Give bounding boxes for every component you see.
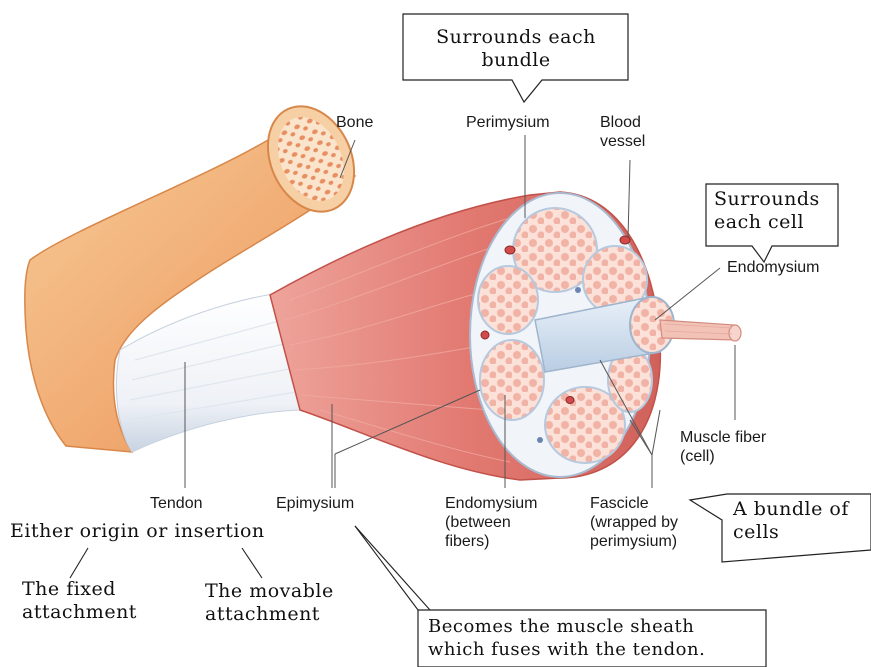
muscle-fiber-line-1: Muscle fiber	[680, 428, 766, 447]
endomysium-note-line-2: each cell	[714, 211, 820, 234]
fascicle-label: Fascicle (wrapped by perimysium)	[590, 494, 678, 551]
perimysium-note-line-2: bundle	[428, 49, 604, 72]
endomysium-between-line-1: Endomysium	[445, 494, 537, 513]
muscle-fiber-line-2: (cell)	[680, 447, 766, 466]
perimysium-note: Surrounds each bundle	[428, 26, 604, 72]
epimysium-label: Epimysium	[276, 494, 354, 513]
blood-vessel-line-2: vessel	[600, 132, 645, 151]
blood-vessel-label: Blood vessel	[600, 113, 645, 151]
fixed-attachment-note: The fixed attachment	[22, 578, 137, 624]
endomysium-between-line-2: (between	[445, 513, 537, 532]
endomysium-label: Endomysium	[727, 258, 819, 277]
bone-label: Bone	[336, 113, 373, 132]
fascicle-line-2: (wrapped by	[590, 513, 678, 532]
tendon-note: Either origin or insertion	[10, 520, 265, 543]
endomysium-note: Surrounds each cell	[714, 188, 820, 234]
tendon-label: Tendon	[150, 494, 203, 513]
movable-attachment-note: The movable attachment	[205, 580, 334, 626]
endomysium-between-label: Endomysium (between fibers)	[445, 494, 537, 551]
movable-note-line-2: attachment	[205, 603, 334, 626]
epimysium-note: Becomes the muscle sheath which fuses wi…	[428, 615, 705, 661]
fascicle-note: A bundle of cells	[733, 498, 849, 544]
fixed-note-line-2: attachment	[22, 601, 137, 624]
fixed-note-line-1: The fixed	[22, 578, 137, 601]
epimysium-note-line-2: which fuses with the tendon.	[428, 638, 705, 661]
blood-vessel-line-1: Blood	[600, 113, 645, 132]
muscle-fiber-label: Muscle fiber (cell)	[680, 428, 766, 466]
fascicle-line-3: perimysium)	[590, 532, 678, 551]
fascicle-note-line-1: A bundle of	[733, 498, 849, 521]
movable-note-line-1: The movable	[205, 580, 334, 603]
epimysium-note-line-1: Becomes the muscle sheath	[428, 615, 705, 638]
perimysium-note-line-1: Surrounds each	[428, 26, 604, 49]
fascicle-line-1: Fascicle	[590, 494, 678, 513]
endomysium-between-line-3: fibers)	[445, 532, 537, 551]
perimysium-label: Perimysium	[466, 113, 550, 132]
endomysium-note-line-1: Surrounds	[714, 188, 820, 211]
fascicle-note-line-2: cells	[733, 521, 849, 544]
